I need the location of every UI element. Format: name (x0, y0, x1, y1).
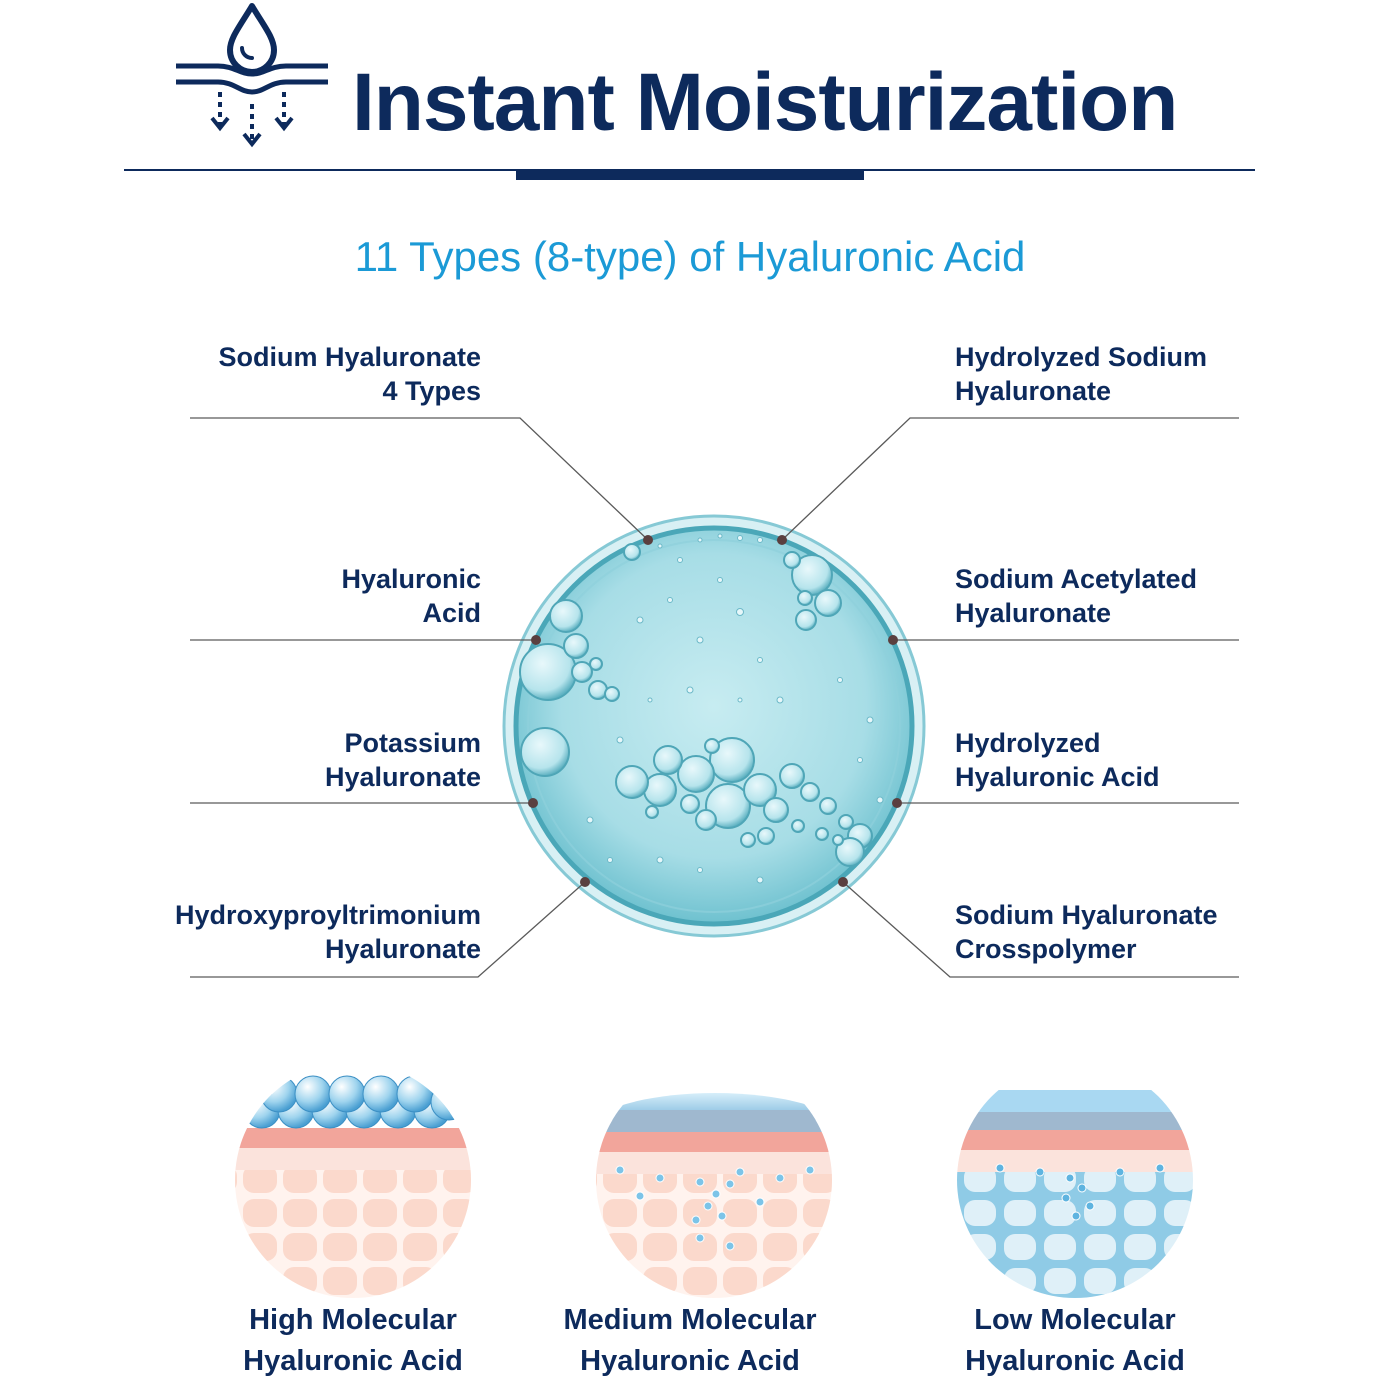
gel-micro-bubbles (586, 533, 884, 884)
water-drop-skin-icon (176, 3, 328, 148)
subtitle: 11 Types (8-type) of Hyaluronic Acid (354, 233, 1026, 280)
gel-bubbles (519, 543, 873, 867)
petri-dish-illustration (190, 417, 1239, 978)
petri-dish (502, 514, 926, 938)
low-molecular-skin-diagram (957, 1062, 1193, 1298)
title-divider-accent (516, 170, 864, 180)
high-molecular-skin-diagram (235, 1062, 471, 1298)
connector-dots (528, 535, 902, 887)
connector-lines (190, 417, 1239, 978)
skin-diagrams (235, 1062, 1193, 1298)
medium-molecular-skin-diagram (596, 1062, 832, 1298)
page-title: Instant Moisturization (352, 57, 1178, 148)
